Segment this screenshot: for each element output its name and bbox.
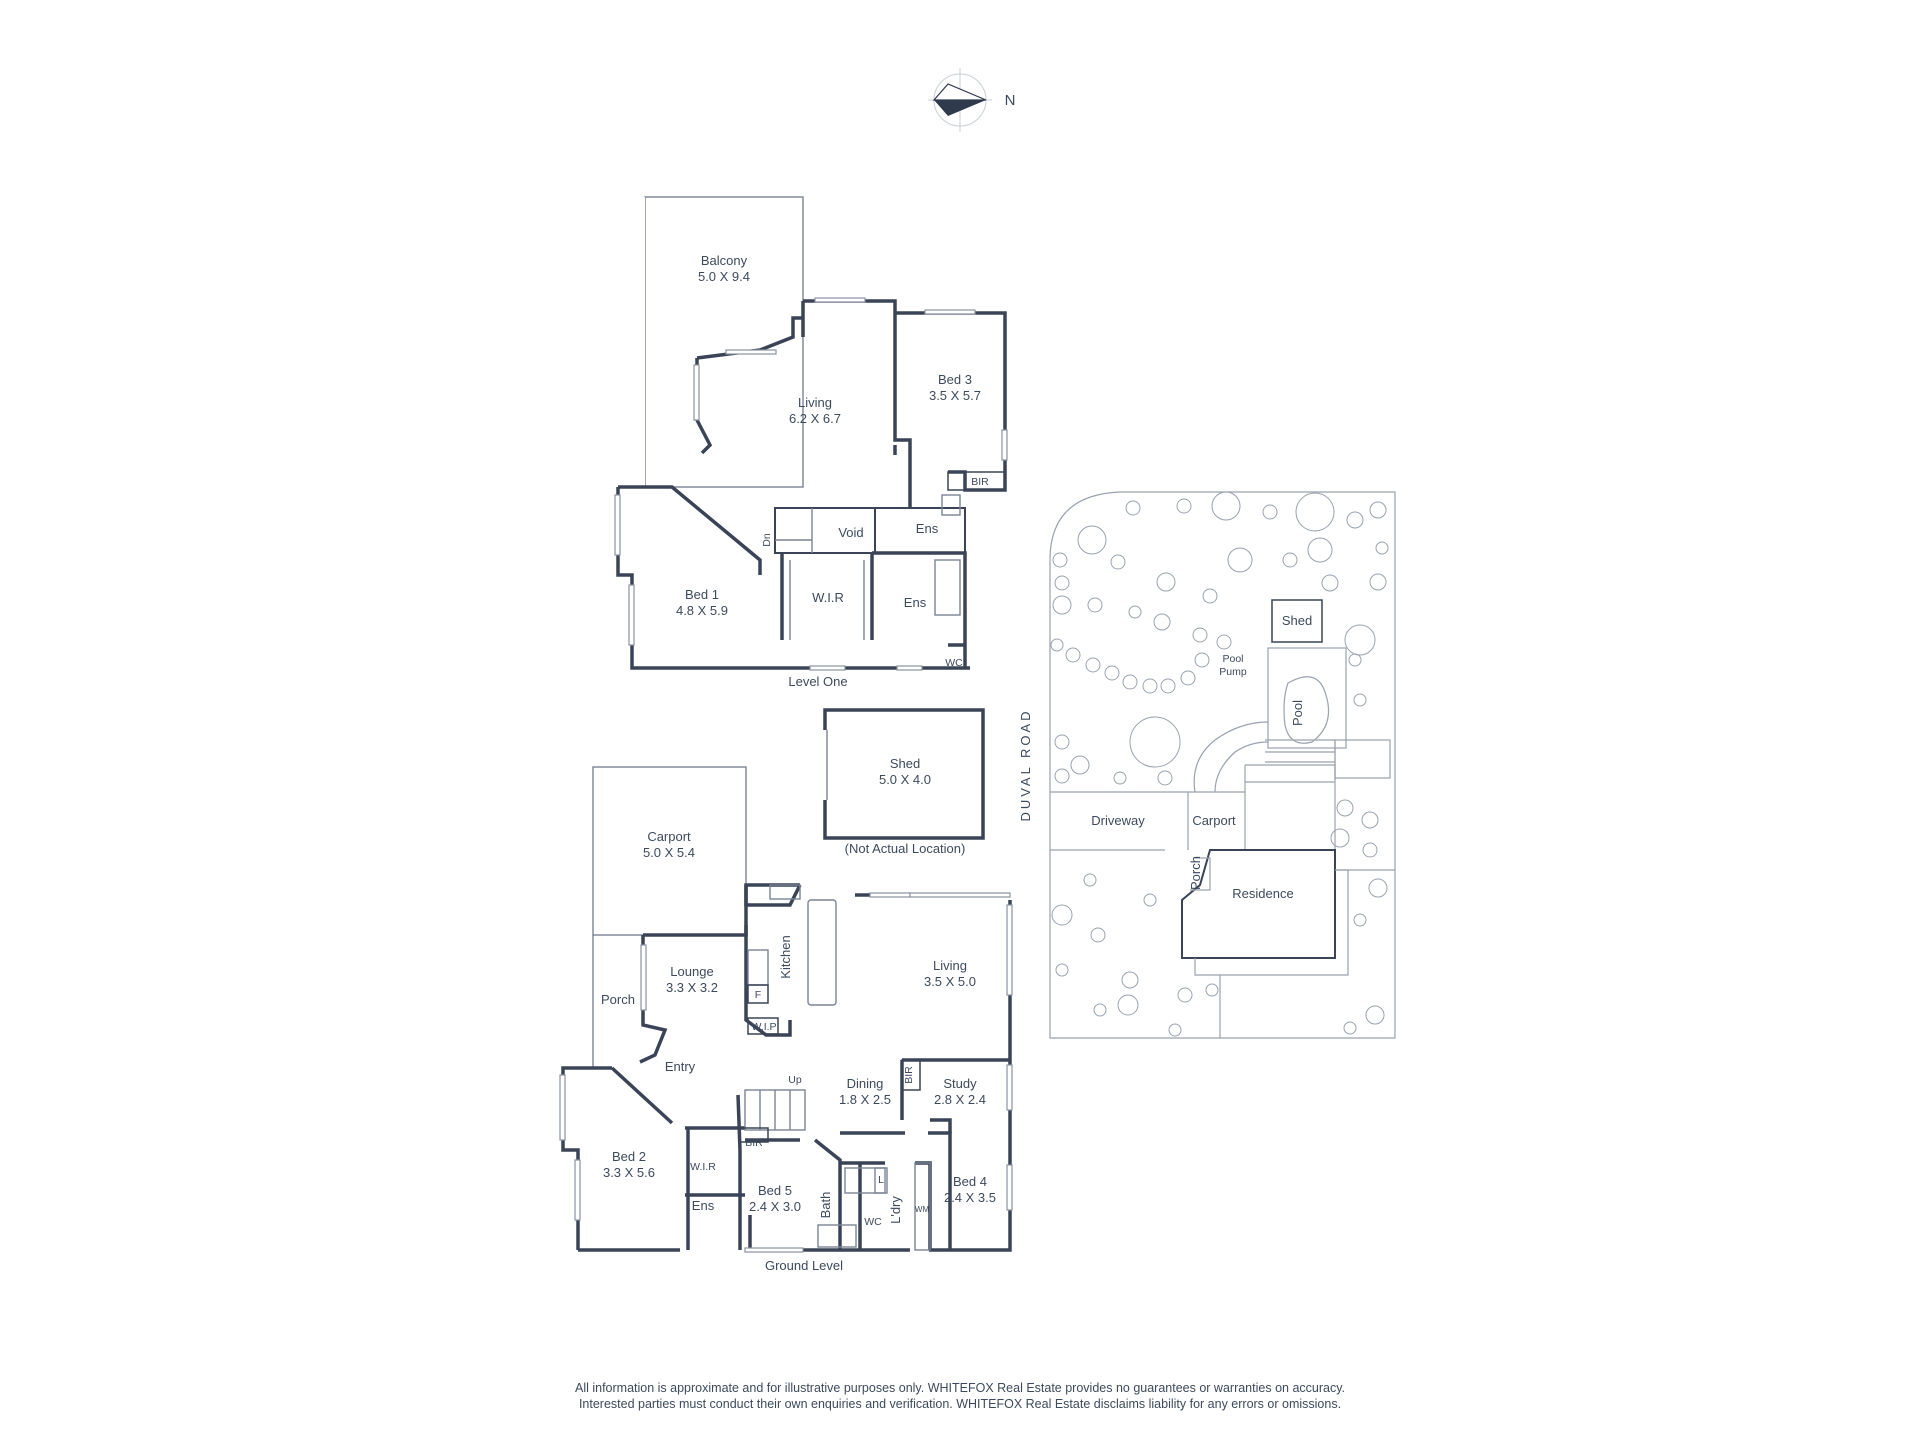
room-dims-lounge: 3.3 X 3.2 [666, 980, 718, 995]
disclaimer-line-1: All information is approximate and for i… [574, 1381, 1346, 1395]
site-label-pool-pump-1: Pool [1222, 653, 1243, 665]
room-dims-dining: 1.8 X 2.5 [839, 1092, 891, 1107]
site-label-residence: Residence [1232, 886, 1293, 901]
label-washing-machine: WM [915, 1205, 930, 1214]
room-name-carport: Carport [647, 829, 691, 844]
road-name: DUVAL ROAD [1018, 708, 1033, 821]
label-wc-upper: WC [945, 657, 963, 669]
shed-note: (Not Actual Location) [845, 841, 966, 856]
site-label-carport: Carport [1192, 813, 1236, 828]
level-one-title: Level One [788, 674, 847, 689]
site-plan [1049, 491, 1396, 1039]
room-name-ens-bottom: Ens [904, 595, 927, 610]
north-arrow-icon [928, 68, 992, 132]
room-name-ens-top: Ens [916, 521, 939, 536]
room-name-bed5: Bed 5 [758, 1183, 792, 1198]
label-kitchen: Kitchen [778, 935, 793, 978]
site-label-driveway: Driveway [1091, 813, 1145, 828]
room-name-bed1: Bed 1 [685, 587, 719, 602]
landscape-trees [1050, 491, 1389, 1037]
room-name-void: Void [838, 525, 863, 540]
room-name-balcony: Balcony [701, 253, 748, 268]
room-dims-bed2: 3.3 X 5.6 [603, 1165, 655, 1180]
label-wip: W.I.P [751, 1021, 776, 1033]
label-bir-upper: BIR [971, 476, 989, 488]
shed-name: Shed [890, 756, 920, 771]
site-label-pool-pump-2: Pump [1219, 666, 1247, 678]
room-dims-living-upper: 6.2 X 6.7 [789, 411, 841, 426]
disclaimer: All information is approximate and for i… [0, 1380, 1920, 1412]
label-ens-lower: Ens [692, 1198, 715, 1213]
ground-level-plan [559, 766, 1013, 1253]
room-name-bed2: Bed 2 [612, 1149, 646, 1164]
site-label-pool: Pool [1290, 700, 1305, 726]
room-dims-bed1: 4.8 X 5.9 [676, 603, 728, 618]
level-one-plan [614, 196, 1008, 671]
label-porch-ground: Porch [601, 992, 635, 1007]
disclaimer-line-2: Interested parties must conduct their ow… [578, 1397, 1342, 1411]
label-bir-bed5: BIR [745, 1137, 763, 1149]
room-name-dining: Dining [847, 1076, 884, 1091]
room-dims-bed3: 3.5 X 5.7 [929, 388, 981, 403]
label-laundry: L'dry [888, 1196, 903, 1224]
ground-level-title: Ground Level [765, 1258, 843, 1273]
room-name-living-lower: Living [933, 958, 967, 973]
room-dims-bed4: 2.4 X 3.5 [944, 1190, 996, 1205]
room-name-bed4: Bed 4 [953, 1174, 987, 1189]
room-name-lounge: Lounge [670, 964, 713, 979]
label-stairs-up: Up [788, 1074, 802, 1086]
room-name-bed3: Bed 3 [938, 372, 972, 387]
north-label: N [1005, 92, 1016, 109]
label-linen: L [878, 1174, 884, 1186]
shed-dims: 5.0 X 4.0 [879, 772, 931, 787]
room-name-wir-upper: W.I.R [812, 590, 844, 605]
label-stairs-down: Dn [761, 533, 773, 547]
room-dims-bed5: 2.4 X 3.0 [749, 1199, 801, 1214]
label-wc-lower: WC [864, 1216, 882, 1228]
label-entry: Entry [665, 1059, 696, 1074]
label-bir-study: BIR [903, 1066, 915, 1084]
shed-plan [823, 708, 985, 840]
site-label-porch: Porch [1188, 856, 1203, 890]
room-name-study: Study [943, 1076, 977, 1091]
label-bath: Bath [818, 1192, 833, 1219]
room-dims-carport: 5.0 X 5.4 [643, 845, 695, 860]
site-boundary [1049, 491, 1396, 1039]
label-fridge: F [755, 989, 761, 1001]
room-dims-living-lower: 3.5 X 5.0 [924, 974, 976, 989]
room-name-living-upper: Living [798, 395, 832, 410]
room-dims-study: 2.8 X 2.4 [934, 1092, 986, 1107]
site-label-shed: Shed [1282, 613, 1312, 628]
room-dims-balcony: 5.0 X 9.4 [698, 269, 750, 284]
label-wir-lower: W.I.R [690, 1161, 716, 1173]
